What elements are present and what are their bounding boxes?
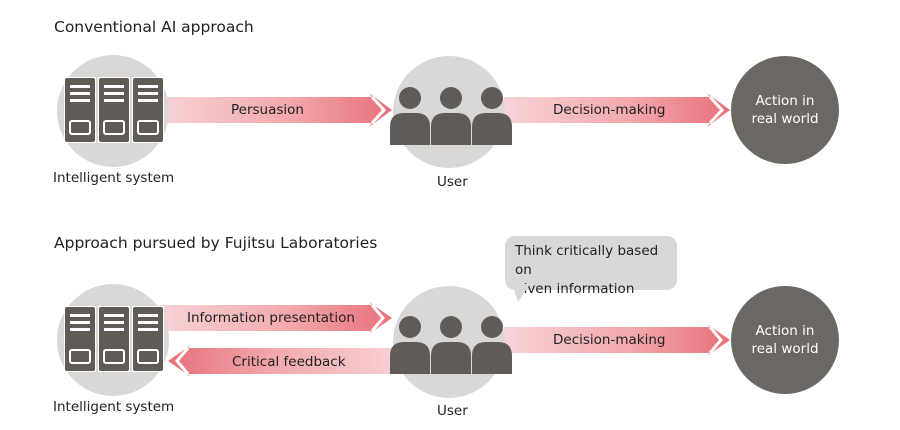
server-icon — [98, 77, 130, 143]
critical-feedback-arrow — [168, 345, 406, 377]
decision-label-top: Decision-making — [553, 102, 666, 118]
intelligent-system-label: Intelligent system — [53, 170, 175, 186]
intelligent-system-label: Intelligent system — [53, 399, 175, 415]
info-presentation-label: Information presentation — [187, 310, 355, 326]
user-label: User — [437, 403, 468, 419]
section-title-conventional: Conventional AI approach — [54, 18, 254, 36]
action-circle: Action in real world — [731, 286, 839, 394]
server-icon — [64, 77, 96, 143]
user-label: User — [437, 174, 468, 190]
user-circle — [393, 56, 505, 168]
bubble-tail — [512, 284, 530, 302]
action-line2: real world — [751, 341, 819, 357]
persuasion-label: Persuasion — [231, 102, 304, 118]
action-line1: Action in — [755, 93, 815, 109]
decision-label-bottom: Decision-making — [553, 332, 666, 348]
users-icon — [390, 85, 512, 145]
decision-arrow-bottom — [504, 324, 730, 356]
info-presentation-arrow — [160, 302, 392, 334]
section-title-fujitsu: Approach pursued by Fujitsu Laboratories — [54, 234, 378, 252]
server-icon — [132, 77, 164, 143]
action-line1: Action in — [755, 323, 815, 339]
critical-feedback-label: Critical feedback — [232, 354, 346, 370]
users-icon — [390, 314, 512, 374]
bubble-line2: given information — [515, 281, 635, 297]
action-circle: Action in real world — [731, 56, 839, 164]
persuasion-arrow — [160, 93, 392, 127]
decision-arrow-top — [504, 93, 730, 127]
server-icon — [98, 306, 130, 372]
bubble-line1: Think critically based on — [515, 243, 659, 278]
action-line2: real world — [751, 111, 819, 127]
server-icon — [64, 306, 96, 372]
thought-bubble: Think critically based on given informat… — [505, 236, 677, 297]
server-icon — [132, 306, 164, 372]
